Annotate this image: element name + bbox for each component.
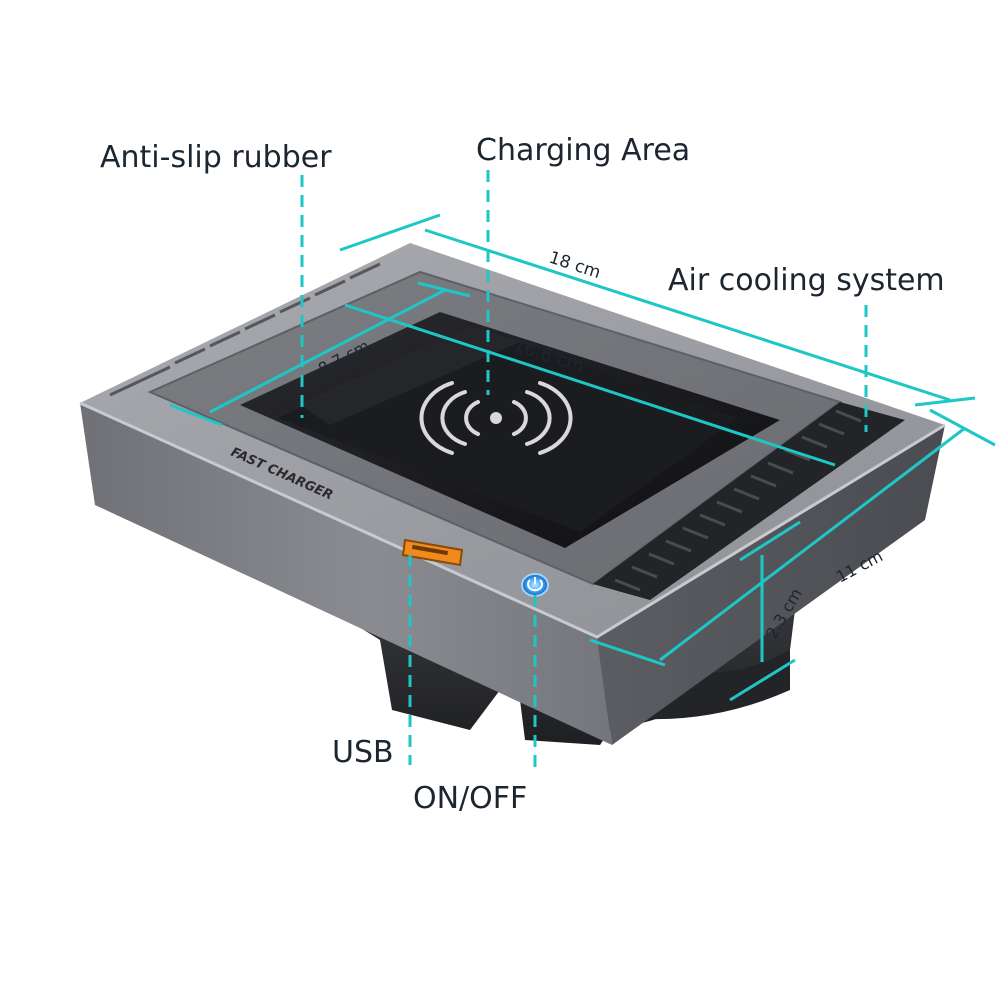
label-charging-area: Charging Area [476, 133, 690, 168]
power-icon[interactable] [521, 573, 549, 597]
label-air-cooling: Air cooling system [668, 263, 945, 298]
left-grip-ridges [109, 262, 381, 397]
dimension-lines [169, 213, 996, 702]
label-usb: USB [332, 735, 394, 770]
callout-lines [300, 170, 868, 770]
wireless-charging-icon [419, 381, 573, 455]
label-on-off: ON/OFF [413, 781, 527, 816]
usb-port [401, 538, 464, 567]
front-face [80, 403, 612, 745]
charging-pad [240, 312, 780, 548]
right-face [597, 425, 945, 745]
air-cooling-vents [593, 402, 905, 600]
label-anti-slip: Anti-slip rubber [100, 140, 332, 175]
